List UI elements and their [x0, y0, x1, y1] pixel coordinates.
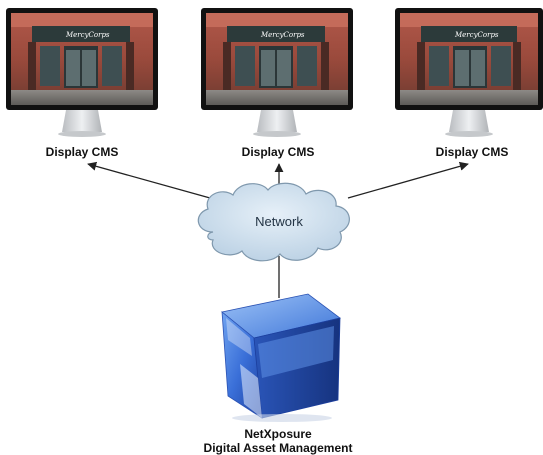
server-title: NetXposure [244, 427, 312, 441]
brand-text: MercyCorps [260, 31, 305, 39]
network-cloud-icon [197, 182, 350, 262]
server-cube-icon [221, 293, 341, 422]
brand-text: MercyCorps [454, 31, 499, 39]
brand-text: MercyCorps [65, 31, 110, 39]
display-cms-label-middle: Display CMS [241, 145, 315, 159]
monitor-right: MercyCorps [395, 8, 543, 137]
monitor-left: MercyCorps [6, 8, 158, 137]
arrow-to-right-display [347, 161, 469, 199]
display-cms-label-left: Display CMS [45, 145, 119, 159]
network-label: Network [255, 214, 303, 229]
server-subtitle: Digital Asset Management [203, 441, 353, 455]
display-cms-label-right: Display CMS [435, 145, 509, 159]
monitor-middle: MercyCorps [201, 8, 353, 137]
arrow-to-left-display [87, 161, 211, 199]
